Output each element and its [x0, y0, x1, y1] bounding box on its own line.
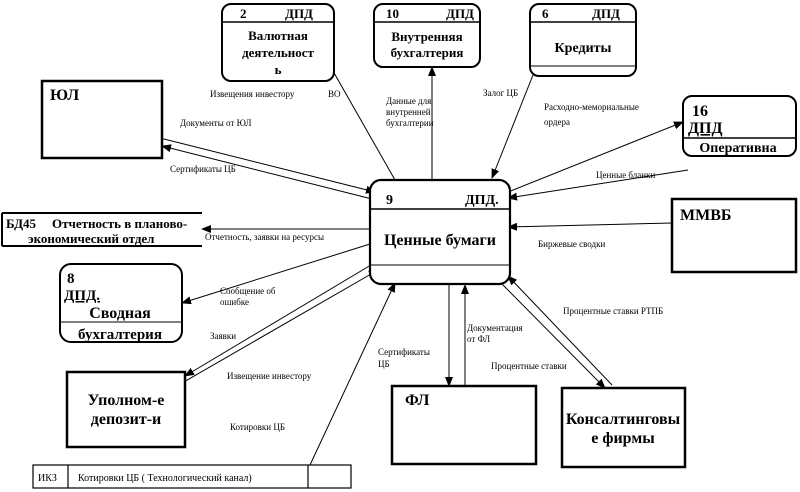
process-10: 10 ДПД Внутренняя бухгалтерия [373, 3, 481, 68]
process-6: 6 ДПД Кредиты [529, 3, 637, 77]
flow-mmvb-to-p9 [507, 222, 673, 231]
flow-label: Сертификаты [378, 347, 430, 357]
flow-label: Сертификаты ЦБ [170, 164, 236, 174]
process-number: 10 [386, 6, 399, 21]
flow-label: Документы от ЮЛ [180, 118, 251, 128]
flow-p9-to-konsalt [499, 281, 606, 389]
store-name-line: экономический отдел [28, 231, 154, 246]
flow-p9-to-depo [184, 261, 377, 377]
flow-label: Биржевые сводки [538, 239, 605, 249]
flow-labels: Извещения инвестору ВО Данные для внутре… [170, 88, 663, 432]
process-number: 16 [692, 103, 708, 120]
entity-label: ЮЛ [50, 87, 79, 104]
flow-label: Отчетность, заявки на ресурсы [205, 232, 324, 242]
flow-label: Сообщение об [220, 286, 276, 296]
entity-label: ММВБ [680, 207, 731, 224]
entity-label-line: Консалтинговы [566, 411, 681, 428]
entity-label: ФЛ [405, 392, 430, 409]
process-code: ДПД. [465, 193, 499, 208]
store-ikz: ИКЗ Котировки ЦБ ( Технологический канал… [32, 464, 352, 489]
flow-label: Данные для [386, 96, 431, 106]
flow-lines [159, 56, 689, 466]
store-bd45: БД45 Отчетность в планово- экономический… [1, 212, 202, 247]
process-2: 2 ДПД Валютная деятельност ь [221, 3, 335, 82]
process-title: Ценные бумаги [384, 232, 496, 249]
process-title-line: Внутренняя [391, 29, 462, 44]
flow-konsalt-to-p9 [507, 275, 613, 386]
process-code: ДПД. [64, 288, 100, 304]
process-code: ДПД [688, 120, 722, 137]
flow-p16-to-p9 [507, 169, 689, 201]
flow-label: Извещение инвестору [227, 371, 312, 381]
store-name: Котировки ЦБ ( Технологический канал) [78, 473, 252, 484]
process-code: ДПД [592, 6, 620, 21]
process-title-line: Валютная [248, 28, 308, 43]
flow-label: Извещения инвестору [210, 89, 295, 99]
flow-label: Заявки [210, 331, 236, 341]
entity-label-line: депозит-и [91, 411, 161, 428]
flow-ikz-to-p9 [309, 282, 396, 466]
flow-p9-to-p16 [507, 121, 684, 193]
flow-label: ВО [328, 89, 341, 99]
process-number: 9 [386, 193, 393, 208]
flow-label: Процентные ставки [491, 361, 567, 371]
process-code: ДПД [285, 6, 313, 21]
flow-label: Процентные ставки РТПБ [563, 306, 663, 316]
entity-fl: ФЛ [390, 384, 538, 466]
flow-label: внутренней [386, 107, 431, 117]
process-16: 16 ДПД Оперативна [682, 95, 797, 157]
process-title: Оперативна [699, 141, 776, 156]
flow-p9-to-p2 [324, 56, 396, 181]
entity-label-line: Уполном-е [88, 392, 165, 409]
flow-p9-to-yul [161, 144, 373, 200]
process-number: 8 [67, 271, 75, 287]
process-title-line: деятельност [242, 45, 314, 60]
process-title-line: Сводная [89, 305, 151, 322]
process-title-line: бухгалтерия [391, 45, 464, 60]
process-title-line: бухгалтерия [78, 327, 162, 343]
flow-p9-to-p8 [181, 243, 371, 305]
flow-label: бухгалтерии [386, 118, 434, 128]
flow-label: Залог ЦБ [483, 88, 518, 98]
flow-label: Котировки ЦБ [230, 422, 285, 432]
flow-label: от ФЛ [467, 334, 490, 344]
store-id: БД45 [6, 216, 37, 231]
entity-label-line: е фирмы [591, 430, 655, 447]
flow-label: ошибке [220, 297, 249, 307]
process-number: 2 [240, 6, 247, 21]
store-id: ИКЗ [38, 473, 57, 484]
flow-p6-to-p9 [491, 69, 536, 179]
flow-label: Ценные бланки [596, 170, 655, 180]
process-title-line: ь [275, 62, 282, 77]
process-code: ДПД [446, 6, 474, 21]
process-9: 9 ДПД. Ценные бумаги [368, 178, 512, 286]
entity-yul: ЮЛ [40, 79, 164, 160]
process-title-line: Кредиты [555, 41, 612, 56]
flow-yul-to-p9 [159, 137, 376, 194]
process-8: 8 ДПД. Сводная бухгалтерия [59, 263, 183, 343]
flow-label: ЦБ [378, 359, 390, 369]
entity-konsalt: Консалтинговы е фирмы [560, 386, 687, 469]
flow-label: Расходно-мемориальные [544, 102, 639, 112]
flow-label: ордера [544, 117, 570, 127]
flow-label: Документация [467, 323, 523, 333]
entity-mmvb: ММВБ [670, 197, 798, 274]
process-number: 6 [542, 6, 549, 21]
entity-depo: Уполном-е депозит-и [65, 370, 187, 449]
store-name-line: Отчетность в планово- [52, 216, 187, 231]
flow-depo-to-p9 [181, 269, 379, 384]
